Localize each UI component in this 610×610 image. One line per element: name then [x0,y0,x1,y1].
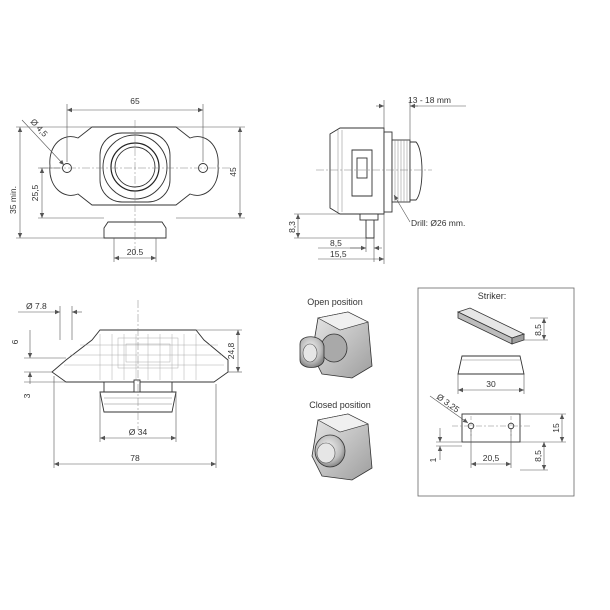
dim-6: 6 [10,339,20,344]
section-internal-lines [64,334,224,380]
dim-hole-spacing: 25,5 [30,184,40,201]
open-position-label: Open position [307,297,363,307]
dim-dia-7-8: Ø 7.8 [26,301,47,311]
dim-24-8: 24,8 [226,342,236,359]
closed-position-figure: Closed position [309,400,373,481]
striker-dim-20-5: 20,5 [483,453,500,463]
section-view: Ø 7.8 6 3 24,8 Ø 34 78 [10,300,242,468]
dim-hole-4-5: Ø 4,5 [29,117,51,139]
dim-height-45: 45 [228,167,238,177]
front-view: 65 Ø 4,5 25,5 35 min. 45 20.5 [8,96,245,262]
dim-drill: Drill: Ø26 mm. [411,218,465,228]
striker-dim-1: 1 [428,457,438,462]
striker-dim-30: 30 [486,379,496,389]
striker-dim-hole: Ø 3,25 [435,392,462,415]
striker-dim-8-5-top: 8,5 [533,324,543,336]
closed-position-label: Closed position [309,400,371,410]
striker-dim-8-5-bottom: 8,5 [533,450,543,462]
open-position-figure: Open position [299,297,373,379]
striker-frame [417,287,575,497]
dim-3: 3 [22,393,32,398]
striker-title: Striker: [478,291,507,301]
dim-78: 78 [130,453,140,463]
dim-8-5-side: 8,5 [330,238,342,248]
dim-15-5: 15,5 [330,249,347,259]
dim-min-height: 35 min. [8,186,18,214]
striker-dim-15: 15 [551,423,561,433]
dim-dia-34: Ø 34 [129,427,148,437]
dim-range: 13 - 18 mm [408,95,451,105]
striker-panel: Striker: 8,5 30 Ø 3,25 15 [417,287,575,497]
dim-width-65: 65 [130,96,140,106]
dim-bottom-20-5: 20.5 [127,247,144,257]
side-view: 13 - 18 mm Drill: Ø26 mm. 8,3 8,5 15,5 [287,95,466,264]
dim-8-3: 8,3 [287,221,297,233]
